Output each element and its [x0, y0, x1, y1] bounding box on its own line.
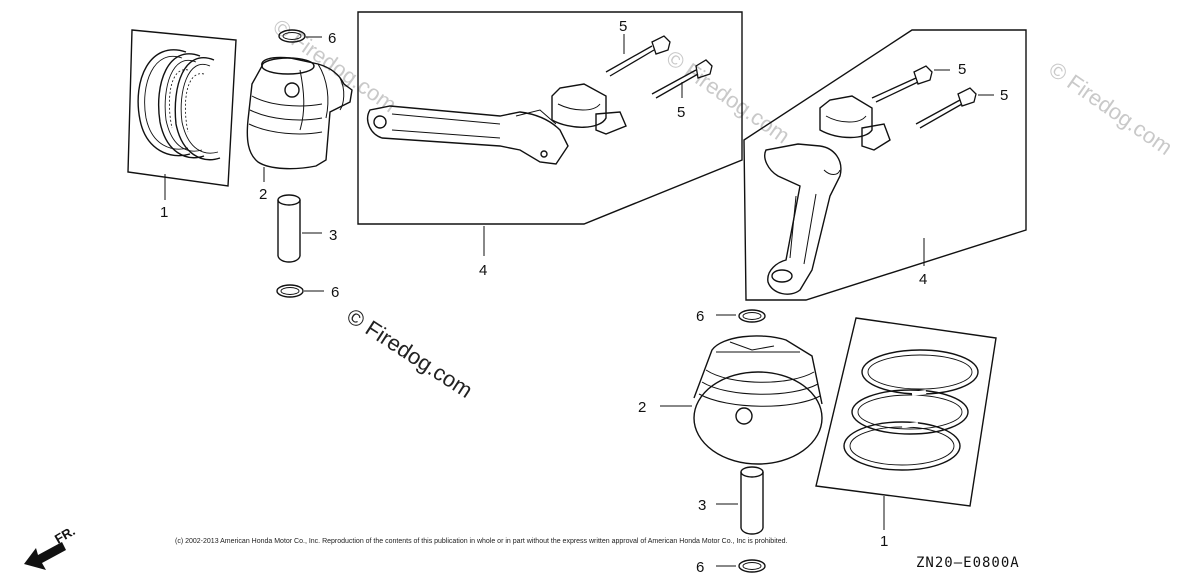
callout-piston-rings-right: 1	[880, 533, 888, 550]
rod-bolt-right-2	[915, 87, 977, 129]
piston-rings-left	[127, 29, 237, 187]
rod-center-body	[366, 105, 569, 165]
callout-pin-clip-right-bottom: 6	[696, 559, 704, 576]
pin-clip-right-top	[738, 309, 766, 323]
piston-left	[246, 56, 353, 170]
callout-connecting-rod-right: 4	[919, 271, 927, 288]
callout-pin-clip-right-top: 6	[696, 308, 704, 325]
rod-frame-center	[357, 11, 743, 225]
callout-piston-left: 2	[259, 186, 267, 203]
connecting-rod-right	[743, 29, 1027, 301]
ring-left-1	[137, 49, 191, 157]
callout-rod-bolt-right-2: 5	[1000, 87, 1008, 104]
watermark-center: © Firedog.com	[342, 303, 477, 403]
callout-piston-right: 2	[638, 399, 646, 416]
ring-left-2	[157, 53, 205, 159]
rings-frame-right	[815, 317, 997, 507]
ring-right-2	[851, 389, 969, 435]
diagram-code: ZN20—E0800A	[916, 555, 1020, 571]
callout-rod-bolt-center-2: 5	[677, 104, 685, 121]
front-direction-arrow: FR.	[24, 523, 78, 570]
ring-right-1	[861, 349, 979, 395]
pin-clip-right-bottom	[738, 559, 766, 573]
callout-piston-rings-left: 1	[160, 204, 168, 221]
piston-right	[693, 335, 823, 465]
pin-clip-left-bottom	[276, 284, 304, 298]
piston-pin-left	[277, 194, 301, 263]
piston-pin-right	[740, 466, 764, 535]
rod-bolt-center-1	[605, 35, 671, 77]
ring-right-3	[843, 421, 961, 471]
callout-piston-pin-right: 3	[698, 497, 706, 514]
piston-rings-right	[815, 317, 997, 507]
rod-bolt-center-2	[651, 59, 713, 99]
piston-right-body	[693, 335, 823, 405]
rings-frame-left	[127, 29, 237, 187]
rod-bolt-right-1	[871, 65, 933, 103]
piston-right-crown	[693, 371, 823, 465]
callout-connecting-rod-center: 4	[479, 262, 487, 279]
callout-pin-clip-left-bottom: 6	[331, 284, 339, 301]
copyright-notice: (c) 2002-2013 American Honda Motor Co., …	[175, 538, 788, 545]
callout-rod-bolt-center-1: 5	[619, 18, 627, 35]
callout-rod-bolt-right-1: 5	[958, 61, 966, 78]
connecting-rod-center	[357, 11, 743, 225]
watermark-group: © Firedog.com © Firedog.com © Firedog.co…	[268, 14, 1177, 160]
watermark-bottom-right: © Firedog.com	[1044, 57, 1177, 160]
piston-left-body	[246, 56, 353, 170]
pin-clip-left-top	[278, 29, 306, 43]
rod-frame-right	[743, 29, 1027, 301]
callout-pin-clip-left-top: 6	[328, 30, 336, 47]
watermark-center-text: © Firedog.com	[342, 303, 477, 403]
front-direction-label: FR.	[52, 523, 78, 546]
rod-right-body	[764, 143, 842, 295]
arrow-left-icon	[24, 542, 66, 570]
ring-left-3	[174, 57, 221, 161]
callout-piston-pin-left: 3	[329, 227, 337, 244]
